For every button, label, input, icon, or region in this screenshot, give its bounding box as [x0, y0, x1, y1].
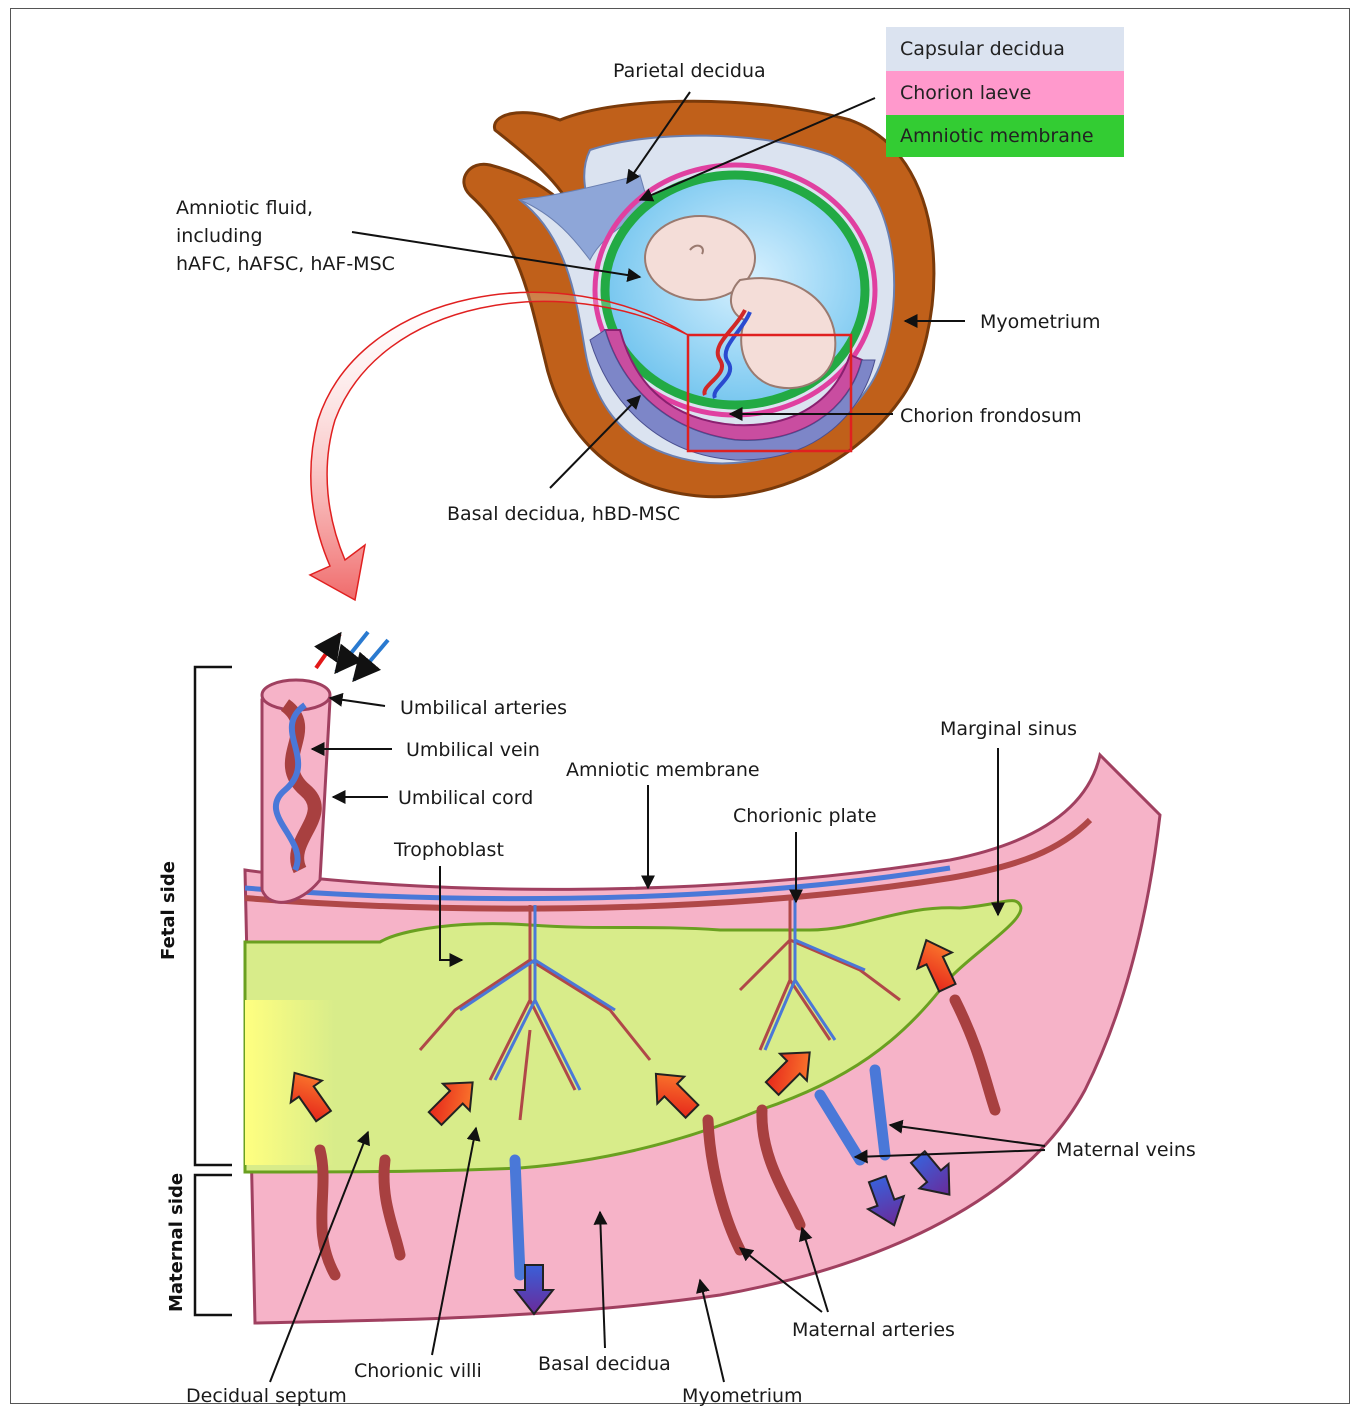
- legend-chorion-laeve: Chorion laeve: [900, 82, 1031, 104]
- label-basal-decidua-top: Basal decidua, hBD-MSC: [447, 503, 680, 525]
- label-umbilical-arteries: Umbilical arteries: [400, 697, 567, 719]
- label-marginal-sinus: Marginal sinus: [940, 718, 1077, 740]
- side-brackets: [195, 667, 232, 1315]
- label-myometrium-bottom: Myometrium: [682, 1385, 803, 1407]
- label-chorionic-plate: Chorionic plate: [733, 805, 877, 827]
- yellow-glow: [245, 1000, 335, 1165]
- label-fetal-side: Fetal side: [158, 861, 179, 960]
- label-amniotic-fluid-2: including: [176, 225, 263, 247]
- legend-amniotic-membrane: Amniotic membrane: [900, 125, 1094, 147]
- label-maternal-arteries: Maternal arteries: [792, 1319, 955, 1341]
- label-umbilical-vein: Umbilical vein: [406, 739, 540, 761]
- legend: Capsular decidua Chorion laeve Amniotic …: [886, 27, 1124, 157]
- label-basal-decidua: Basal decidua: [538, 1353, 671, 1375]
- label-trophoblast: Trophoblast: [393, 839, 504, 861]
- label-myometrium-top: Myometrium: [980, 311, 1101, 333]
- label-chorion-frondosum: Chorion frondosum: [900, 405, 1082, 427]
- label-chorionic-villi: Chorionic villi: [354, 1360, 482, 1382]
- cord-flow-arrows: [316, 632, 388, 680]
- label-amniotic-fluid-1: Amniotic fluid,: [176, 197, 313, 219]
- label-parietal-decidua: Parietal decidua: [613, 60, 766, 82]
- label-maternal-veins: Maternal veins: [1056, 1139, 1196, 1161]
- label-decidual-septum: Decidual septum: [186, 1385, 347, 1407]
- legend-capsular-decidua: Capsular decidua: [900, 38, 1065, 60]
- label-umbilical-cord: Umbilical cord: [398, 787, 533, 809]
- label-amniotic-fluid-3: hAFC, hAFSC, hAF-MSC: [176, 253, 395, 275]
- label-maternal-side: Maternal side: [166, 1173, 187, 1312]
- label-amniotic-membrane: Amniotic membrane: [566, 759, 760, 781]
- uterus-illustration: [310, 101, 934, 600]
